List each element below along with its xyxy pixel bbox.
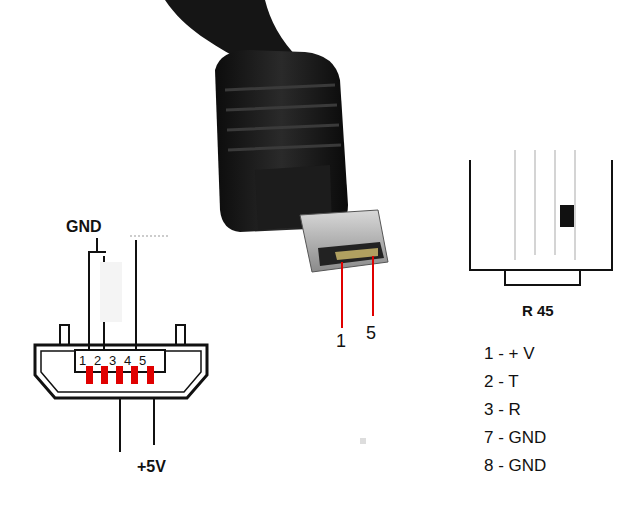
- mark: [360, 438, 366, 444]
- pin-assignment: 1 - + V: [484, 345, 535, 362]
- mask-patch: [120, 216, 188, 240]
- wire: [89, 222, 154, 458]
- callout-number: 5: [366, 324, 376, 342]
- callout-number: 1: [336, 332, 346, 350]
- mask-patch: [100, 262, 122, 322]
- signal-name: +5V: [137, 459, 166, 475]
- mask-patch: [104, 452, 134, 472]
- connector-symbol: [35, 325, 207, 398]
- pin-number: 2: [94, 354, 101, 367]
- cable: [165, 0, 300, 60]
- pin-assignment: 8 - GND: [484, 457, 546, 474]
- pin-assignment: 7 - GND: [484, 429, 546, 446]
- pin-number: 4: [124, 354, 131, 367]
- part-name: R 45: [522, 303, 554, 318]
- pin-number: 1: [79, 354, 86, 367]
- pin-number: 5: [139, 354, 146, 367]
- signal-name: GND: [66, 219, 102, 235]
- pin-number: 3: [109, 354, 116, 367]
- leader-line: [341, 262, 343, 328]
- mask-patch: [130, 236, 170, 237]
- pin-assignment: 3 - R: [484, 401, 521, 418]
- pin-assignment: 2 - T: [484, 373, 519, 390]
- mask-patch: [476, 148, 601, 266]
- rj45-symbol: [560, 205, 574, 227]
- usb-plug: [215, 50, 388, 272]
- leader-line: [372, 256, 374, 316]
